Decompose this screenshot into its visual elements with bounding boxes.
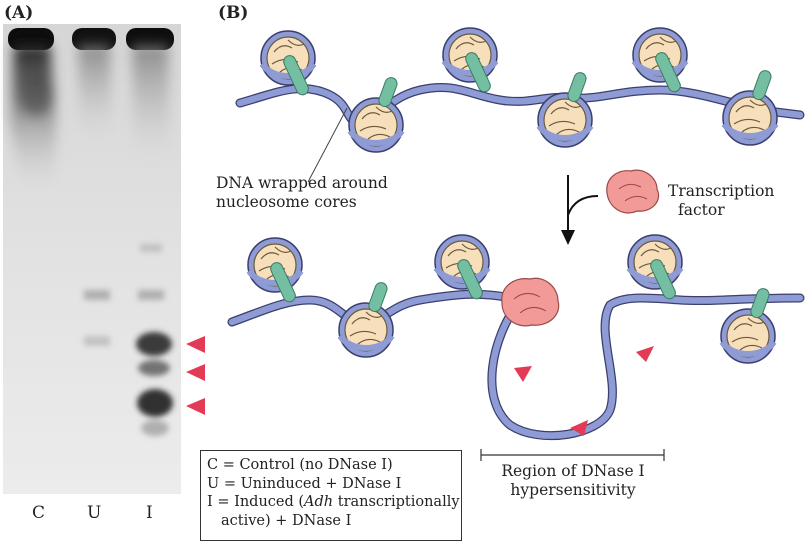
- tf-label-line1: Transcription: [668, 182, 775, 200]
- lane-c-smear: [10, 45, 56, 190]
- nucleosome-bottom-2: [337, 282, 395, 358]
- legend-i: I = Induced (Adh transcriptionally: [207, 493, 460, 512]
- band-i-faint-1: [140, 244, 162, 252]
- nucleosome-top-3: [441, 27, 499, 93]
- nucleosome-top-4: [536, 72, 594, 148]
- nucleosome-bottom-3: [433, 234, 491, 300]
- band-i-strong-1: [136, 332, 172, 356]
- region-label: Region of DNase I hypersensitivity: [496, 462, 650, 500]
- lane-label-u: U: [87, 503, 102, 523]
- arrowhead-2: [186, 364, 205, 381]
- process-arrow-branch: [567, 195, 599, 216]
- region-label-line2: hypersensitivity: [510, 481, 636, 499]
- lane-i-smear: [132, 45, 170, 160]
- dna-label: DNA wrapped around nucleosome cores: [216, 174, 388, 212]
- nucleosome-top-5: [631, 27, 689, 93]
- nucleosome-top-1: [259, 30, 317, 96]
- well-c: [8, 28, 54, 50]
- band-i-faint-2: [138, 290, 164, 300]
- nucleosome-top-6: [721, 70, 779, 146]
- top-dna-strand: [235, 82, 805, 130]
- panel-b-label: (B): [218, 3, 249, 23]
- tf-label-line2: factor: [678, 201, 725, 219]
- region-label-line1: Region of DNase I: [501, 462, 645, 480]
- legend-u: U = Uninduced + DNase I: [207, 475, 402, 492]
- lane-label-c: C: [32, 503, 46, 523]
- nucleosome-top-2: [347, 77, 405, 153]
- band-i-strong-3: [137, 389, 173, 417]
- lane-label-i: I: [146, 503, 153, 523]
- dna-leader-line: [307, 107, 348, 183]
- well-u: [72, 28, 116, 50]
- band-i-strong-2: [138, 360, 170, 376]
- lane-u-smear: [78, 45, 112, 140]
- nucleosome-bottom-5: [719, 288, 777, 364]
- arrowhead-1: [186, 336, 205, 353]
- loop-arrowhead-2: [570, 420, 588, 436]
- band-u-2: [84, 336, 110, 346]
- legend-box: C = Control (no DNase I) U = Uninduced +…: [200, 450, 462, 541]
- panel-a-label: (A): [4, 3, 34, 23]
- transcription-factor-bound: [501, 277, 560, 327]
- well-i: [126, 28, 174, 50]
- tf-label: Transcription factor: [668, 182, 774, 220]
- legend-c: C = Control (no DNase I): [207, 457, 393, 473]
- transcription-factor-top: [606, 169, 660, 214]
- nucleosome-bottom-4: [626, 234, 684, 300]
- band-u-1: [84, 290, 110, 300]
- process-arrow-head: [561, 230, 575, 245]
- nucleosome-bottom-1: [246, 237, 304, 303]
- dna-label-line2: nucleosome cores: [216, 193, 357, 211]
- legend-i-cont: active) + DNase I: [221, 512, 352, 529]
- dna-label-line1: DNA wrapped around: [216, 174, 388, 192]
- band-i-tail: [141, 420, 169, 436]
- legend-i-prefix: I = Induced (: [207, 494, 305, 510]
- legend-i-gene: Adh: [304, 494, 334, 510]
- loop-arrowhead-3: [636, 346, 654, 362]
- arrowhead-3: [186, 398, 205, 415]
- loop-arrowhead-1: [514, 366, 532, 382]
- legend-i-suffix: transcriptionally: [333, 494, 460, 510]
